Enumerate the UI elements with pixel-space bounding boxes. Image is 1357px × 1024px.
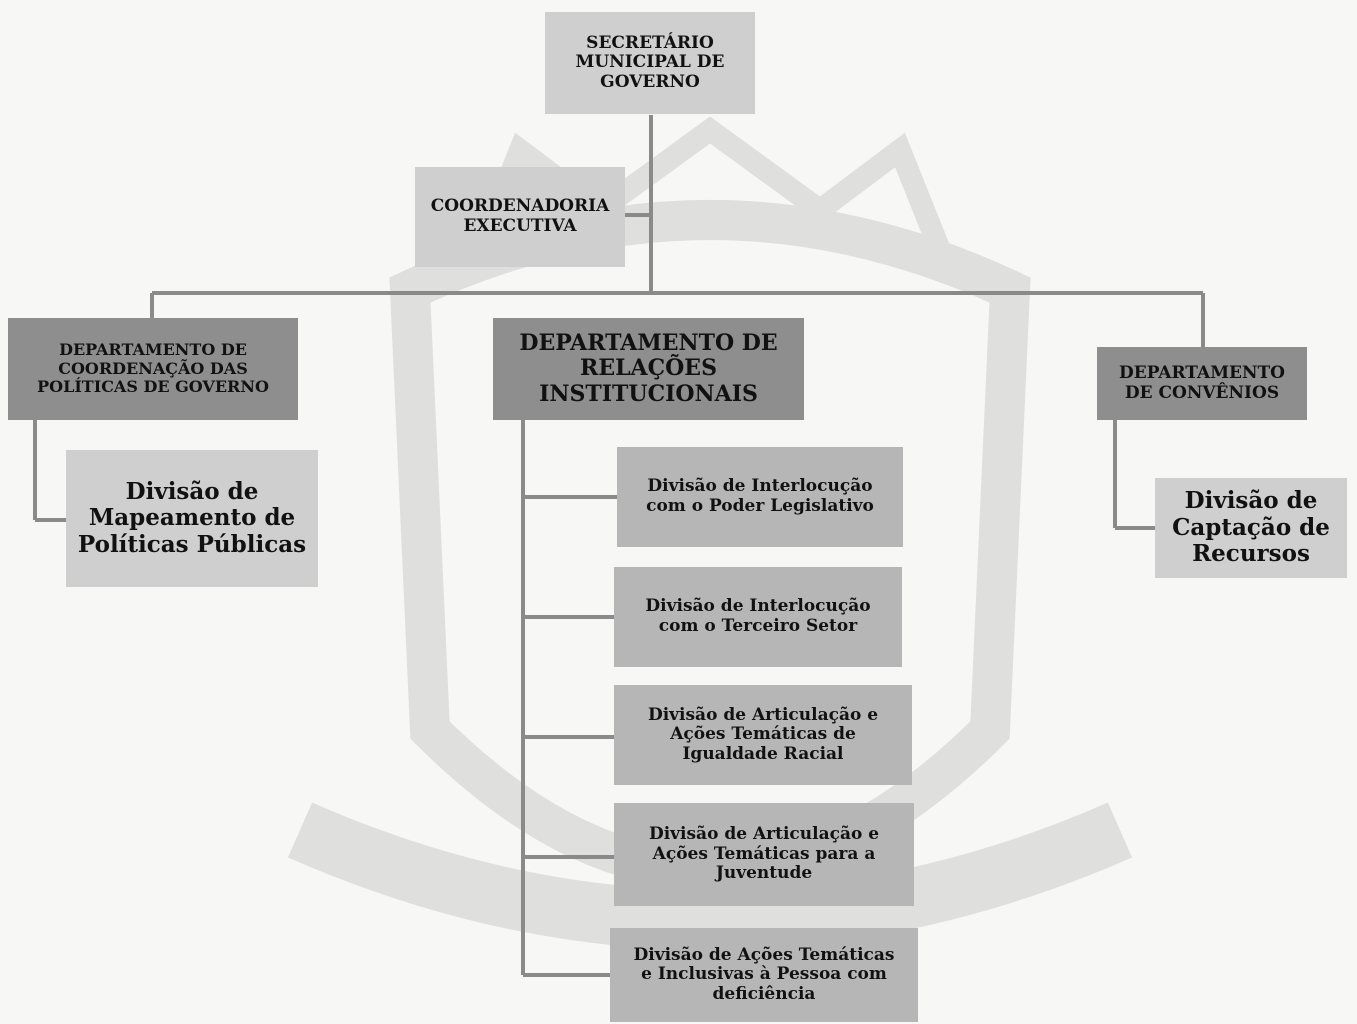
executive-coordination-label: COORDENADORIA EXECUTIVA xyxy=(430,196,610,236)
secretary-box: SECRETÁRIO MUNICIPAL DE GOVERNO xyxy=(545,12,755,114)
division-resource-raising-label: Divisão de Captação de Recursos xyxy=(1172,487,1330,568)
division-youth-label: Divisão de Articulação e Ações Temáticas… xyxy=(648,824,880,884)
department-government-policies-box: DEPARTAMENTO DE COORDENAÇÃO DAS POLÍTICA… xyxy=(8,318,298,420)
division-legislative-interlocution-box: Divisão de Interlocução com o Poder Legi… xyxy=(617,447,903,547)
department-institutional-relations-box: DEPARTAMENTO DE RELAÇÕES INSTITUCIONAIS xyxy=(493,318,804,420)
division-resource-raising-box: Divisão de Captação de Recursos xyxy=(1155,478,1347,578)
executive-coordination-box: COORDENADORIA EXECUTIVA xyxy=(415,167,625,267)
secretary-label: SECRETÁRIO MUNICIPAL DE GOVERNO xyxy=(575,32,725,92)
department-agreements-label: DEPARTAMENTO DE CONVÊNIOS xyxy=(1119,362,1285,403)
division-third-sector-interlocution-label: Divisão de Interlocução com o Terceiro S… xyxy=(645,596,871,636)
division-legislative-interlocution-label: Divisão de Interlocução com o Poder Legi… xyxy=(646,476,874,516)
department-institutional-relations-label: DEPARTAMENTO DE RELAÇÕES INSTITUCIONAIS xyxy=(519,330,778,407)
division-disability-inclusion-box: Divisão de Ações Temáticas e Inclusivas … xyxy=(610,928,918,1022)
department-government-policies-label: DEPARTAMENTO DE COORDENAÇÃO DAS POLÍTICA… xyxy=(37,340,269,397)
division-public-policy-mapping-label: Divisão de Mapeamento de Políticas Públi… xyxy=(77,477,307,558)
division-racial-equality-label: Divisão de Articulação e Ações Temáticas… xyxy=(647,704,879,764)
department-agreements-box: DEPARTAMENTO DE CONVÊNIOS xyxy=(1097,347,1307,420)
division-disability-inclusion-label: Divisão de Ações Temáticas e Inclusivas … xyxy=(633,944,895,1004)
division-youth-box: Divisão de Articulação e Ações Temáticas… xyxy=(614,803,914,906)
division-public-policy-mapping-box: Divisão de Mapeamento de Políticas Públi… xyxy=(66,450,318,587)
division-third-sector-interlocution-box: Divisão de Interlocução com o Terceiro S… xyxy=(614,567,902,667)
division-racial-equality-box: Divisão de Articulação e Ações Temáticas… xyxy=(614,685,912,785)
